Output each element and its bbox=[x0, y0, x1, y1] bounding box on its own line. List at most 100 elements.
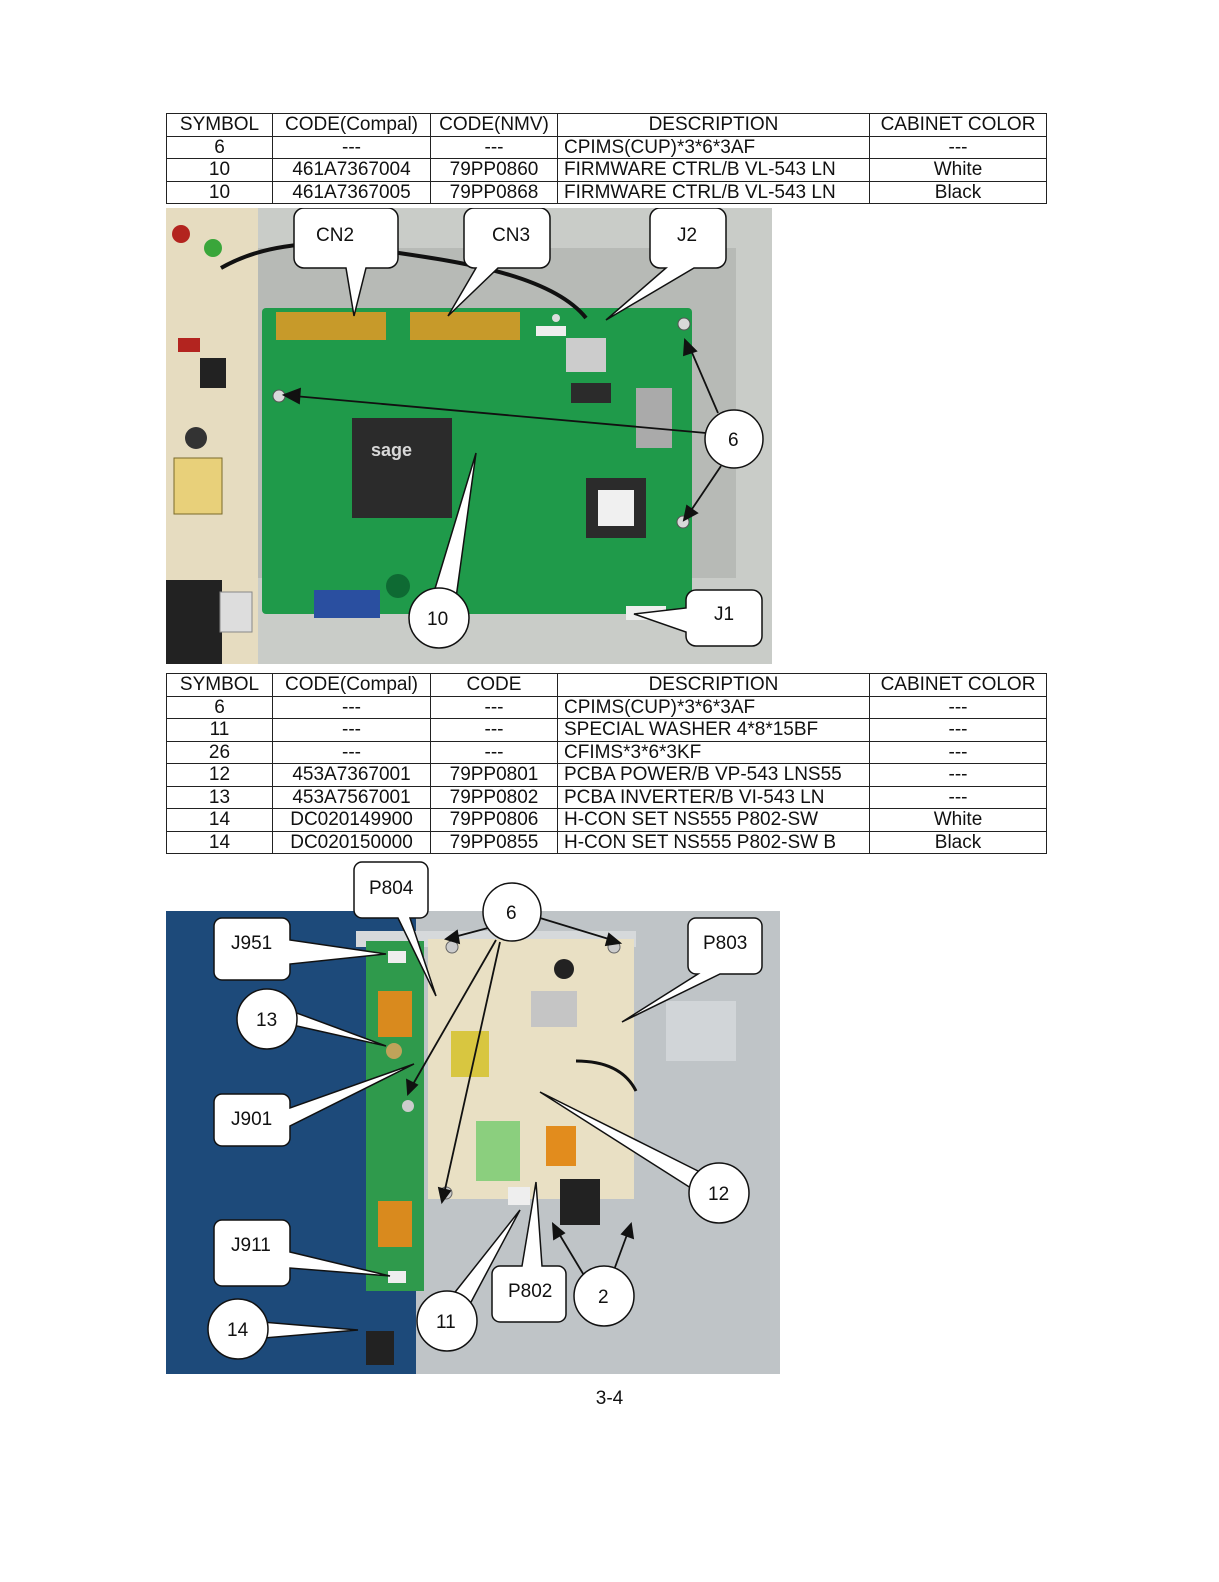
symbol-cell: 14 bbox=[166, 808, 273, 832]
connector-cn3 bbox=[410, 312, 520, 340]
capacitor bbox=[172, 225, 190, 243]
description-cell: CPIMS(CUP)*3*6*3AF bbox=[557, 695, 870, 719]
filter-capacitor bbox=[476, 1121, 520, 1181]
code-compal-cell: DC020150000 bbox=[272, 830, 431, 854]
header-cell: DESCRIPTION bbox=[557, 113, 870, 137]
callout-label: J951 bbox=[231, 933, 272, 954]
callout-j951: J951 bbox=[213, 917, 387, 981]
header-cell: SYMBOL bbox=[166, 113, 273, 137]
code-compal-cell: --- bbox=[272, 135, 431, 159]
symbol-cell: 12 bbox=[166, 763, 273, 787]
header-cell: SYMBOL bbox=[166, 673, 273, 697]
callout-13: 13 bbox=[236, 988, 387, 1050]
capacitor bbox=[554, 959, 574, 979]
header-cell: CODE(Compal) bbox=[272, 113, 431, 137]
table-row: 10 461A7367005 79PP0868 FIRMWARE CTRL/B … bbox=[166, 180, 1047, 204]
code-cell: 79PP0806 bbox=[430, 808, 558, 832]
callout-label: P804 bbox=[369, 878, 414, 899]
symbol-cell: 26 bbox=[166, 740, 273, 764]
callout-label: J911 bbox=[231, 1235, 271, 1256]
code-compal-cell: DC020149900 bbox=[272, 808, 431, 832]
screw bbox=[272, 389, 286, 403]
power-board-callouts: P804 6 P803 J951 13 J901 12 J911 14 11 bbox=[207, 861, 763, 1360]
description-cell: FIRMWARE CTRL/B VL-543 LN bbox=[557, 158, 870, 182]
symbol-cell: 6 bbox=[166, 135, 273, 159]
header-cell: CABINET COLOR bbox=[869, 673, 1047, 697]
cabinet-color-cell: Black bbox=[869, 180, 1047, 204]
j951-connector bbox=[388, 951, 406, 963]
code-nmv-cell: --- bbox=[430, 135, 558, 159]
callout-label: 13 bbox=[256, 1010, 277, 1031]
bracket bbox=[219, 591, 253, 633]
j911-connector bbox=[388, 1271, 406, 1283]
table-row: 10 461A7367004 79PP0860 FIRMWARE CTRL/B … bbox=[166, 158, 1047, 182]
callout-2: 2 bbox=[573, 1265, 635, 1327]
mount-hole bbox=[386, 574, 410, 598]
description-cell: H-CON SET NS555 P802-SW bbox=[557, 808, 870, 832]
power-connector bbox=[166, 580, 222, 664]
description-cell: H-CON SET NS555 P802-SW B bbox=[557, 830, 870, 854]
control-pcb bbox=[262, 308, 692, 614]
cabinet-color-cell: --- bbox=[869, 740, 1047, 764]
j2-header bbox=[536, 326, 566, 336]
code-nmv-cell: 79PP0868 bbox=[430, 180, 558, 204]
symbol-cell: 6 bbox=[166, 695, 273, 719]
callout-6: 6 bbox=[482, 882, 542, 942]
callout-10: 10 bbox=[408, 587, 470, 649]
page-number: 3-4 bbox=[595, 1388, 624, 1409]
symbol-cell: 14 bbox=[166, 830, 273, 854]
code-cell: 79PP0802 bbox=[430, 785, 558, 809]
callout-j911: J911 bbox=[213, 1219, 391, 1287]
callout-label: 6 bbox=[506, 903, 517, 924]
parts-table-power-board: SYMBOL CODE(Compal) CODE DESCRIPTION CAB… bbox=[166, 673, 1047, 854]
chassis-bracket bbox=[666, 1001, 736, 1061]
fuse-holder bbox=[546, 1126, 576, 1166]
description-cell: FIRMWARE CTRL/B VL-543 LN bbox=[557, 180, 870, 204]
description-cell: PCBA INVERTER/B VI-543 LN bbox=[557, 785, 870, 809]
vga-connector bbox=[314, 590, 380, 618]
cabinet-color-cell: --- bbox=[869, 785, 1047, 809]
callout-label: 10 bbox=[427, 609, 448, 630]
screw bbox=[386, 1043, 402, 1059]
callout-label: 11 bbox=[436, 1312, 456, 1333]
callout-label: 14 bbox=[227, 1320, 249, 1341]
code-cell: 79PP0855 bbox=[430, 830, 558, 854]
code-cell: --- bbox=[430, 740, 558, 764]
callout-label: P802 bbox=[508, 1281, 552, 1302]
j2-connector bbox=[552, 314, 560, 322]
callout-j901: J901 bbox=[213, 1063, 415, 1147]
callout-p803: P803 bbox=[621, 917, 763, 1023]
table-row: 26 --- --- CFIMS*3*6*3KF --- bbox=[166, 740, 1047, 764]
symbol-cell: 10 bbox=[166, 158, 273, 182]
control-board-illustration: sage CN2 CN3 J2 J1 bbox=[166, 208, 772, 664]
leader-10 bbox=[433, 452, 477, 599]
table-row: 14 DC020149900 79PP0806 H-CON SET NS555 … bbox=[166, 808, 1047, 832]
transformer bbox=[173, 457, 223, 515]
callout-cn2: CN2 bbox=[293, 208, 399, 317]
transformer bbox=[451, 1031, 489, 1077]
callout-p804: P804 bbox=[353, 861, 437, 997]
regulator bbox=[571, 383, 611, 403]
main-chip bbox=[352, 418, 452, 518]
code-cell: 79PP0801 bbox=[430, 763, 558, 787]
callout-11: 11 bbox=[416, 1209, 521, 1352]
callout-j1: J1 bbox=[633, 589, 763, 647]
inverter-transformer bbox=[378, 991, 412, 1037]
code-compal-cell: 453A7567001 bbox=[272, 785, 431, 809]
bracket bbox=[636, 388, 672, 448]
callout-p802: P802 bbox=[491, 1181, 567, 1323]
table-row: 12 453A7367001 79PP0801 PCBA POWER/B VP-… bbox=[166, 763, 1047, 787]
callout-label: J1 bbox=[714, 604, 734, 625]
control-board-photo: sage CN2 CN3 J2 J1 bbox=[166, 208, 772, 664]
code-compal-cell: 453A7367001 bbox=[272, 763, 431, 787]
header-cell: DESCRIPTION bbox=[557, 673, 870, 697]
header-cell: CODE(NMV) bbox=[430, 113, 558, 137]
callout-label: J2 bbox=[677, 225, 697, 246]
table-header-row: SYMBOL CODE(Compal) CODE DESCRIPTION CAB… bbox=[166, 673, 1047, 697]
code-compal-cell: --- bbox=[272, 718, 431, 742]
callout-label: 2 bbox=[598, 1287, 609, 1308]
code-cell: --- bbox=[430, 718, 558, 742]
cabinet-color-cell: --- bbox=[869, 763, 1047, 787]
symbol-cell: 11 bbox=[166, 718, 273, 742]
code-cell: --- bbox=[430, 695, 558, 719]
